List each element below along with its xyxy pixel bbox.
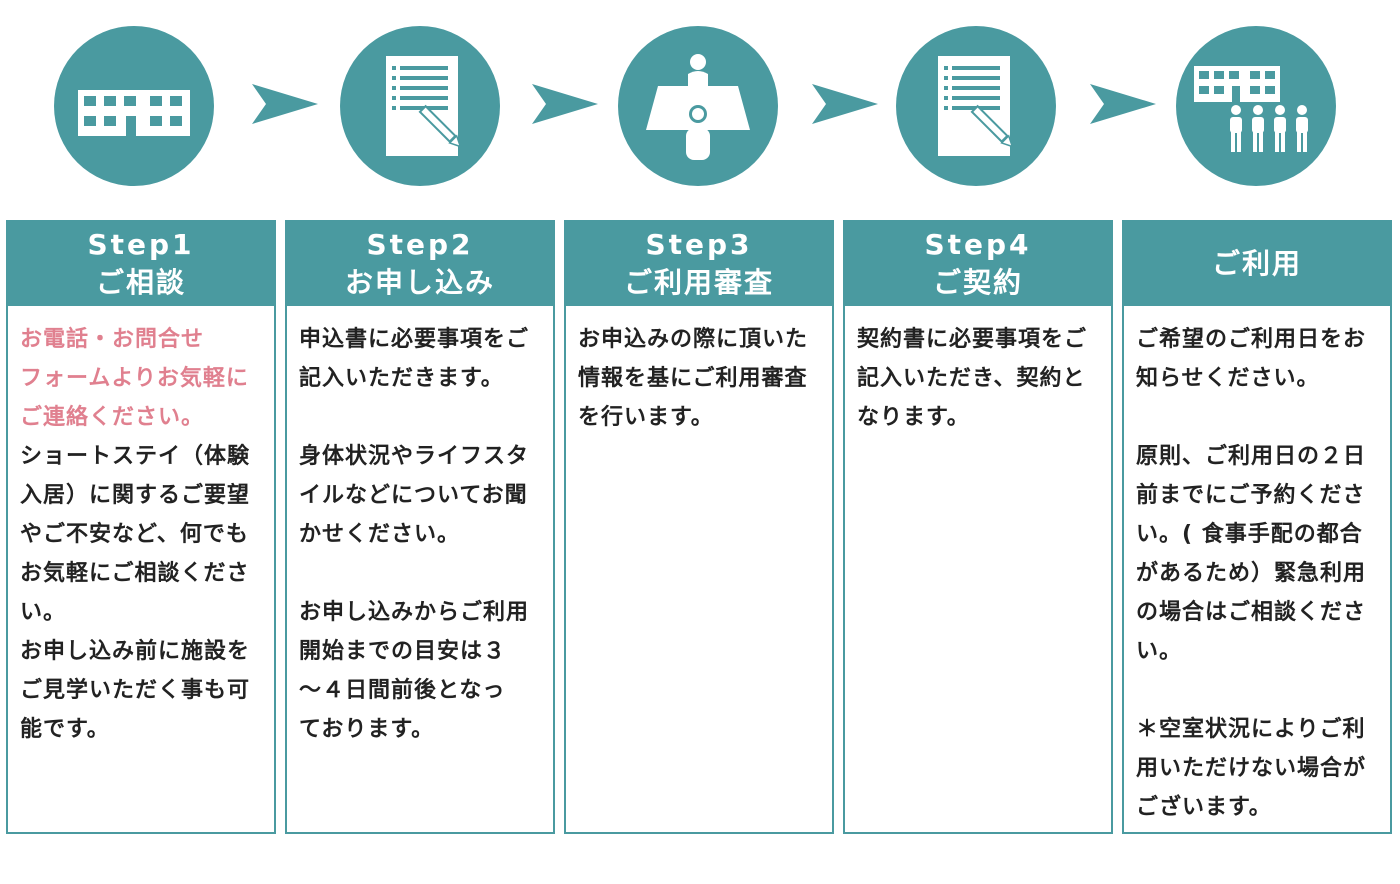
step3-body: お申込みの際に頂いた 情報を基にご利用審査 を行います。	[566, 306, 832, 437]
step2-body: 申込書に必要事項をご 記入いただきます。 身体状況やライフスタ イルなどについて…	[287, 306, 553, 749]
step1-description: ショートステイ（体験 入居）に関するご要望 やご不安など、何でも お気軽にご相談…	[20, 444, 251, 742]
step1-contact-link-text: お電話・お問合せ フォームよりお気軽に ご連絡ください。	[20, 327, 249, 430]
step3-icon-circle	[618, 26, 778, 186]
step3-card: Step3 ご利用審査 お申込みの際に頂いた 情報を基にご利用審査 を行います。	[564, 220, 834, 834]
step3-title: ご利用審査	[623, 266, 774, 299]
step4-header: Step4 ご契約	[845, 222, 1111, 306]
step3-number: Step3	[645, 228, 753, 261]
contract-form-icon	[938, 56, 1014, 156]
arrow-4-icon	[1090, 84, 1156, 124]
building-icon	[78, 90, 190, 136]
step2-card: Step2 お申し込み 申込書に必要事項をご 記入いただきます。 身体状況やライ…	[285, 220, 555, 834]
arrow-3-icon	[812, 84, 878, 124]
interview-icon	[646, 54, 750, 160]
step5-paragraph-3: ＊空室状況によりご利 用いただけない場合が ございます。	[1136, 717, 1367, 820]
facility-users-icon	[1194, 66, 1308, 152]
step1-number: Step1	[87, 228, 195, 261]
step5-body: ご希望のご利用日をお 知らせください。 原則、ご利用日の２日 前までにご予約くだ…	[1124, 306, 1390, 827]
application-form-icon	[386, 56, 462, 156]
step4-title: ご契約	[932, 266, 1023, 299]
step5-title: ご利用	[1211, 247, 1302, 280]
step5-card: ご利用 ご希望のご利用日をお 知らせください。 原則、ご利用日の２日 前までにご…	[1122, 220, 1392, 834]
step1-icon-circle	[54, 26, 214, 186]
step4-card: Step4 ご契約 契約書に必要事項をご 記入いただき、契約と なります。	[843, 220, 1113, 834]
step2-title: お申し込み	[344, 266, 495, 299]
step2-header: Step2 お申し込み	[287, 222, 553, 306]
step1-card: Step1 ご相談 お電話・お問合せ フォームよりお気軽に ご連絡ください。 シ…	[6, 220, 276, 834]
step1-header: Step1 ご相談	[8, 222, 274, 306]
step4-icon-circle	[896, 26, 1056, 186]
step4-number: Step4	[924, 228, 1032, 261]
arrow-2-icon	[532, 84, 598, 124]
step5-paragraph-1: ご希望のご利用日をお 知らせください。	[1136, 327, 1367, 391]
step1-title: ご相談	[95, 266, 186, 299]
step5-icon-circle	[1176, 26, 1336, 186]
step5-header: ご利用	[1124, 222, 1390, 306]
step2-number: Step2	[366, 228, 474, 261]
step2-icon-circle	[340, 26, 500, 186]
step4-body: 契約書に必要事項をご 記入いただき、契約と なります。	[845, 306, 1111, 437]
arrow-1-icon	[252, 84, 318, 124]
step1-body: お電話・お問合せ フォームよりお気軽に ご連絡ください。 ショートステイ（体験 …	[8, 306, 274, 749]
step2-paragraph-1: 申込書に必要事項をご 記入いただきます。	[299, 327, 530, 391]
step5-paragraph-2: 原則、ご利用日の２日 前までにご予約くださ い。( 食事手配の都合 があるため）…	[1136, 444, 1367, 664]
step3-paragraph-1: お申込みの際に頂いた 情報を基にご利用審査 を行います。	[578, 327, 809, 430]
step2-paragraph-3: お申し込みからご利用 開始までの目安は３ ～４日間前後となっ ております。	[299, 600, 530, 742]
step3-header: Step3 ご利用審査	[566, 222, 832, 306]
step4-paragraph-1: 契約書に必要事項をご 記入いただき、契約と なります。	[857, 327, 1088, 430]
step2-paragraph-2: 身体状況やライフスタ イルなどについてお聞 かせください。	[299, 444, 530, 547]
